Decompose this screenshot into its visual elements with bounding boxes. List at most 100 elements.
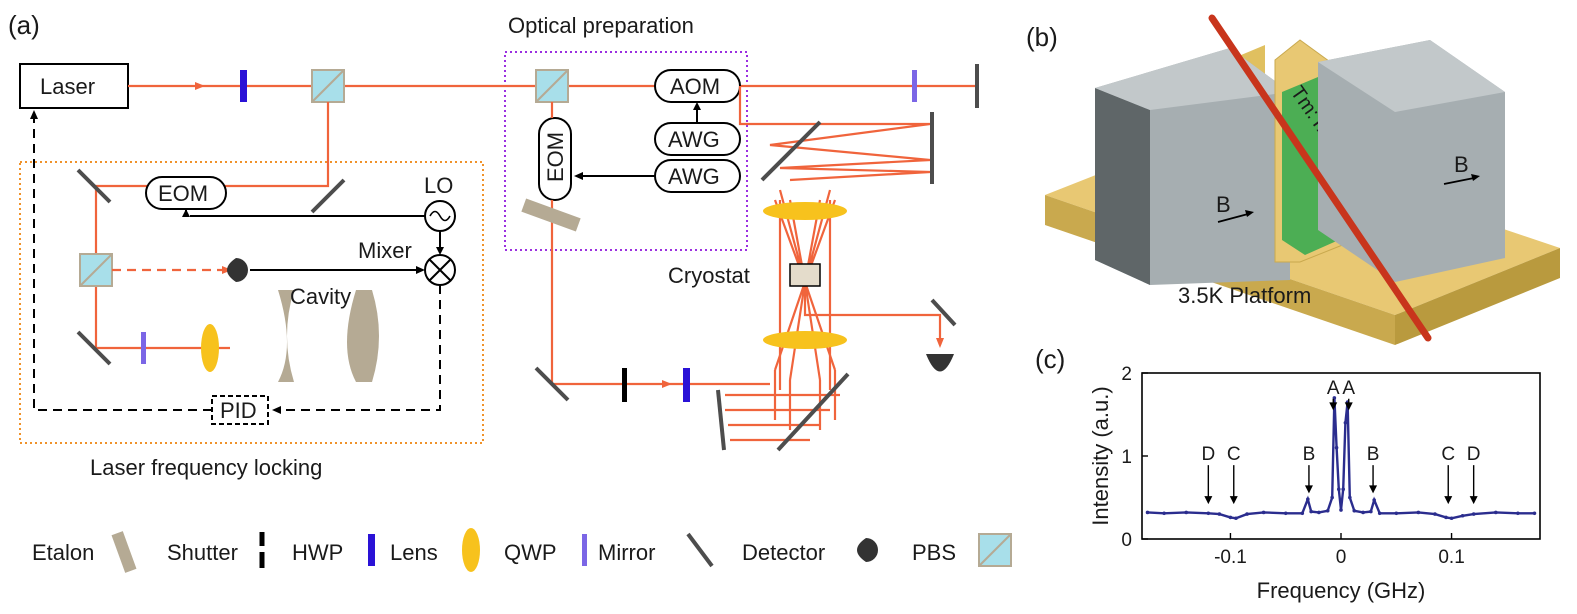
lens-lock: [201, 324, 219, 372]
x-tick-label: -0.1: [1214, 547, 1247, 568]
legend-hwp-swatch: [368, 534, 375, 566]
laser-rod: [1208, 14, 1432, 342]
x-tick-label: 0.1: [1438, 547, 1464, 568]
legend-detector: Detector: [742, 540, 825, 565]
mixer-label: Mixer: [358, 238, 412, 263]
spectrum-point: [1300, 511, 1305, 516]
spectrum-point: [1471, 512, 1476, 516]
awg-bottom-label: AWG: [668, 164, 720, 189]
lo-label: LO: [424, 173, 453, 198]
spectrum-point: [1372, 498, 1376, 502]
field-right-arrow: [1443, 177, 1475, 185]
awg-eom-arrow: [574, 172, 583, 180]
detector-output: [926, 354, 954, 372]
peak-arrowhead: [1469, 496, 1478, 505]
spectrum-point: [1416, 510, 1421, 515]
y-tick-label: 2: [1121, 364, 1132, 385]
prep-beam-arrow: [662, 380, 672, 388]
peak-label: D: [1201, 444, 1215, 465]
spectrum-point: [1532, 511, 1537, 516]
optical-prep-label: Optical preparation: [508, 13, 694, 38]
platform-side: [1395, 248, 1560, 345]
spectrum-point: [1245, 512, 1249, 516]
eom-prep-label: EOM: [543, 132, 568, 182]
field-left-arrowhead: [1245, 210, 1254, 217]
legend-pbs-diagonal: [978, 533, 1012, 567]
peak-label: C: [1227, 444, 1241, 465]
spectrum-point: [1283, 511, 1288, 516]
spectrum-point: [1444, 515, 1448, 520]
legend-etalon-swatch: [111, 531, 137, 573]
hwp-top: [240, 70, 247, 102]
platform-label: 3.5K Platform: [1178, 283, 1311, 308]
eom-lock-label: EOM: [158, 181, 208, 206]
mixer-pid-arrow: [272, 406, 281, 414]
legend-mirror: Mirror: [598, 540, 655, 565]
peak-label: A: [1327, 378, 1340, 399]
legend: Etalon Shutter HWP Lens QWP Mirror Detec…: [32, 528, 1012, 573]
spectrum-point: [1460, 513, 1465, 518]
mirror-lock-top: [76, 168, 112, 204]
detector-mixer-arrow: [416, 266, 425, 274]
peak-label: C: [1441, 444, 1455, 465]
peak-arrowhead: [1344, 402, 1353, 411]
spectrum-point: [1361, 510, 1365, 515]
spectrum-point: [1348, 495, 1352, 500]
spectrum-point: [1325, 508, 1330, 513]
multipass-beams: [725, 86, 942, 442]
mirror-multipass-left: [716, 389, 726, 451]
spectrum-point: [1309, 509, 1313, 514]
spectrum-point: [1228, 515, 1233, 520]
mirror-multipass-upper: [760, 120, 822, 182]
spectrum-point: [1234, 516, 1238, 521]
cavity-mirror-right: [347, 290, 379, 382]
mixer-cross-icon: [428, 258, 452, 282]
spectrum-point: [1369, 509, 1373, 514]
panel-label-c: (c): [1035, 344, 1065, 374]
mirror-lock-bottom: [76, 330, 112, 366]
spectrum-point: [1306, 497, 1310, 501]
peak-arrowhead: [1329, 402, 1338, 411]
output-arrow: [936, 338, 944, 348]
spectrum-point: [1330, 495, 1334, 500]
legend-etalon: Etalon: [32, 540, 94, 565]
spectrum-point: [1261, 510, 1266, 515]
pbs-top-diagonal: [311, 69, 345, 103]
magnet-right-top: [1318, 40, 1505, 112]
setup-3d: 3.5K Platform Tm:YAG B B: [1045, 14, 1560, 345]
x-tick-label: 0: [1336, 547, 1347, 568]
mirror-prep-corner: [534, 366, 570, 402]
spectrum-point: [1217, 512, 1222, 516]
legend-detector-swatch: [857, 538, 878, 562]
peak-arrowhead: [1444, 496, 1453, 505]
pbs-lock-diagonal: [79, 253, 113, 287]
locking-label: Laser frequency locking: [90, 455, 322, 480]
legend-hwp: HWP: [292, 540, 343, 565]
mirror-lock-pickoff: [310, 178, 346, 214]
x-axis-label: Frequency (GHz): [1257, 578, 1426, 603]
laser-label: Laser: [40, 74, 95, 99]
spectrum-point: [1336, 487, 1341, 492]
spectrum-point: [1493, 510, 1498, 515]
spectrum-point: [1433, 512, 1437, 516]
lo-mixer-arrow: [436, 247, 444, 255]
legend-qwp: QWP: [504, 540, 557, 565]
spectrum-point: [1206, 511, 1211, 516]
legend-qwp-swatch: [582, 534, 587, 566]
spectrum-point: [1184, 510, 1189, 515]
peak-arrowhead: [1369, 485, 1378, 494]
spectrum-point: [1394, 511, 1399, 516]
peak-label: A: [1342, 378, 1355, 399]
pid-box: [211, 395, 269, 425]
peak-label: D: [1467, 444, 1481, 465]
magnet-left-face: [1095, 88, 1150, 285]
spectrum-point: [1352, 508, 1357, 513]
pid-laser-arrow: [30, 110, 38, 119]
qwp-top: [912, 70, 917, 102]
field-right-arrowhead: [1471, 174, 1480, 181]
beam-arrow: [195, 82, 205, 90]
field-right-label: B: [1454, 152, 1469, 177]
spectrum-point: [1341, 487, 1346, 492]
